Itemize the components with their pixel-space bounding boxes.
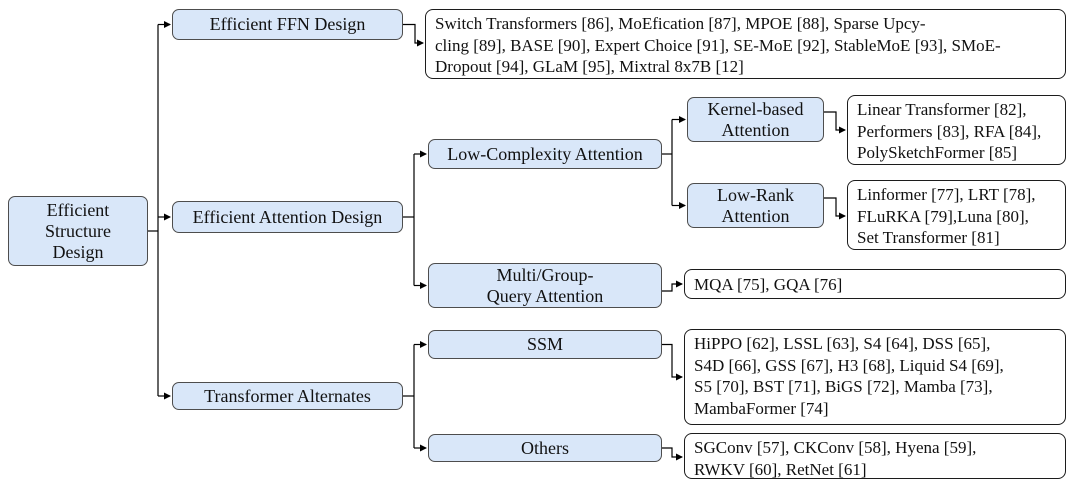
node-kernel-based-attention: Kernel-based Attention	[687, 97, 824, 142]
refs-multi-group-query-attention: MQA [75], GQA [76]	[684, 269, 1066, 299]
node-transformer-alternates: Transformer Alternates	[172, 382, 403, 410]
node-efficient-structure-design: Efficient Structure Design	[8, 196, 148, 266]
node-ssm: SSM	[428, 330, 662, 359]
refs-ssm: HiPPO [62], LSSL [63], S4 [64], DSS [65]…	[684, 329, 1066, 425]
node-others: Others	[428, 434, 662, 462]
node-low-complexity-attention: Low-Complexity Attention	[428, 139, 662, 169]
refs-efficient-ffn-design: Switch Transformers [86], MoEfication [8…	[425, 9, 1066, 79]
refs-others: SGConv [57], CKConv [58], Hyena [59], RW…	[684, 433, 1066, 479]
node-efficient-ffn-design: Efficient FFN Design	[172, 9, 403, 40]
refs-kernel-based-attention: Linear Transformer [82], Performers [83]…	[847, 95, 1066, 165]
connector-multi-group-refs	[662, 280, 683, 292]
node-efficient-attention-design: Efficient Attention Design	[172, 201, 403, 233]
connector-kernel-refs	[824, 111, 846, 134]
refs-low-rank-attention: Linformer [77], LRT [78], FLuRKA [79],Lu…	[847, 180, 1066, 250]
node-multi-group-query-attention: Multi/Group- Query Attention	[428, 263, 662, 308]
connector-low-rank-refs	[824, 197, 846, 220]
connector-others-refs	[662, 447, 683, 461]
connector-ffn-refs	[403, 23, 424, 47]
node-low-rank-attention: Low-Rank Attention	[687, 183, 824, 228]
connector-ssm-refs	[662, 343, 683, 381]
